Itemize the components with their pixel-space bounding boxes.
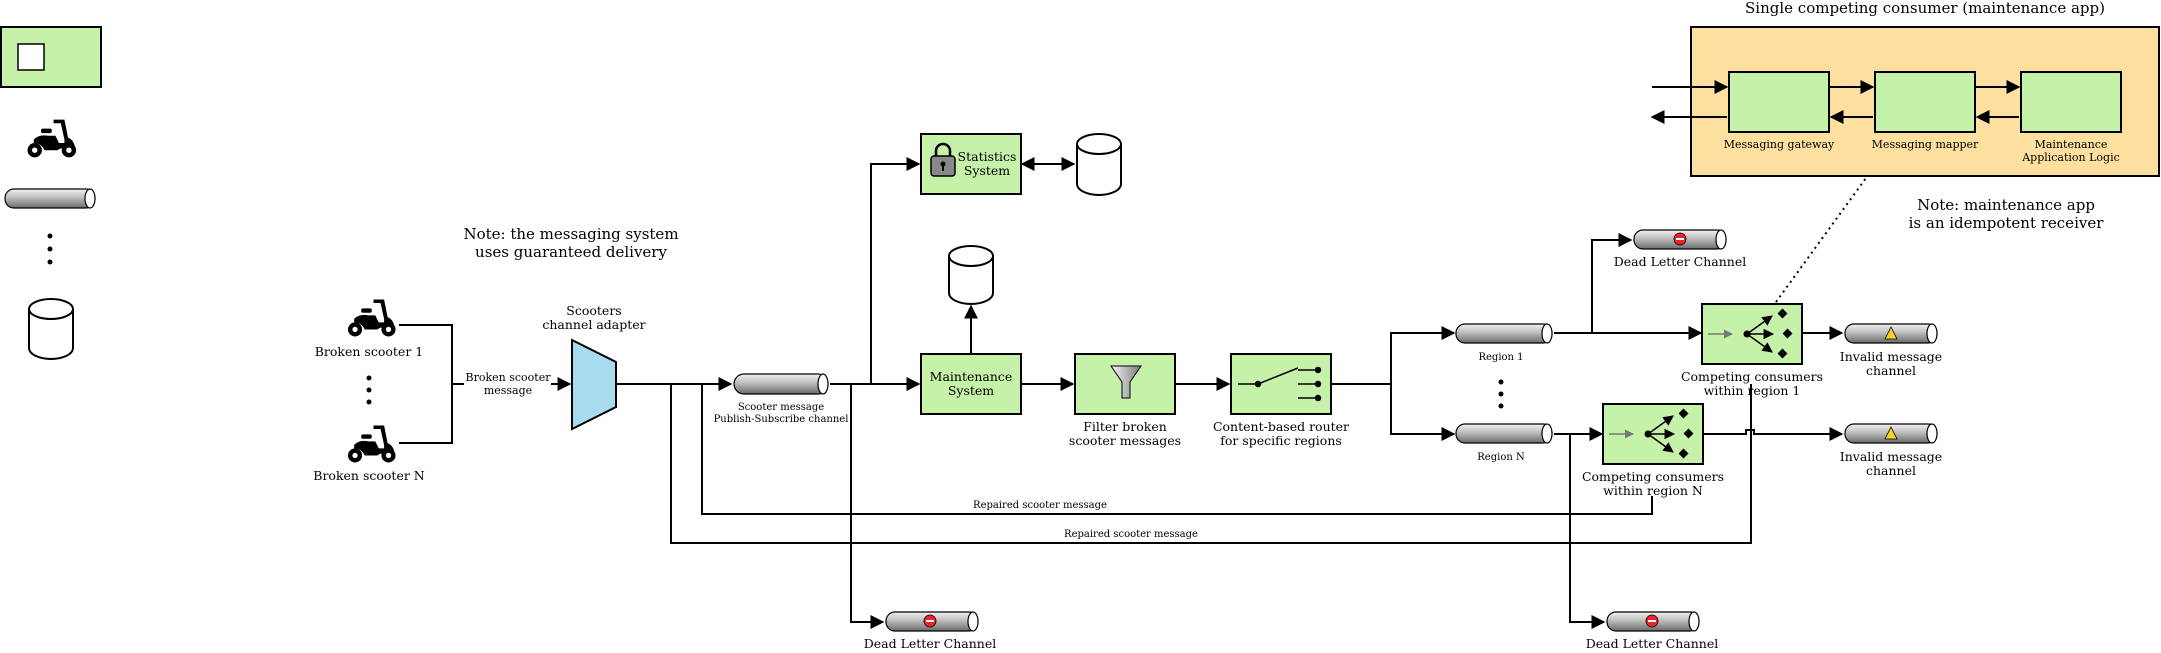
warning-icon [1884, 326, 1898, 340]
consumers-region-1-label-2: within region 1 [1704, 383, 1801, 398]
logic-label: Maintenance [2035, 138, 2108, 151]
app-panel-title: Single competing consumer (maintenance a… [1745, 0, 2105, 17]
maintenance-system: Maintenance System [920, 353, 1022, 415]
statistics-system: Statistics System [920, 133, 1022, 195]
router-label-2: for specific regions [1220, 433, 1342, 448]
app-detail-connector [1775, 177, 1867, 303]
invalid-label-1b: channel [1866, 363, 1916, 378]
adapter-shape [571, 338, 617, 431]
maintenance-label-2: System [948, 383, 994, 398]
statistics-database-icon [1076, 133, 1122, 196]
warning-icon [1884, 426, 1898, 440]
funnel-icon [1110, 365, 1142, 399]
consumers-region-n-label-2: within region N [1603, 483, 1703, 498]
invalid-label-n: Invalid message [1840, 449, 1942, 464]
component-box-icon [0, 26, 102, 88]
messaging-mapper-box [1874, 71, 1976, 133]
invalid-message-channel-n: Invalid message channel [1840, 423, 1942, 478]
region-ellipsis [1498, 379, 1504, 409]
region-n-channel: Region N [1455, 423, 1553, 463]
ellipsis-dots-icon [47, 233, 53, 265]
scooter-1-label: Broken scooter 1 [315, 344, 423, 359]
adapter-label: Scooters [566, 303, 621, 318]
broken-scooter-message-label: Broken scooter [466, 371, 552, 384]
filter-label-2: scooter messages [1069, 433, 1181, 448]
repaired-label-region-1: Repaired scooter message [1064, 529, 1198, 540]
region-1-channel: Region 1 [1455, 323, 1553, 363]
content-based-router: Content-based router for specific region… [1213, 353, 1349, 448]
consumers-region-1-label: Competing consumers [1681, 369, 1823, 384]
router-switch-icon [1238, 366, 1322, 402]
logic-label-2: Application Logic [2021, 151, 2120, 164]
statistics-label: Statistics [958, 149, 1017, 164]
maintenance-app-panel: Messaging gateway Messaging mapper Maint… [1650, 26, 2160, 177]
statistics-label-2: System [964, 163, 1010, 178]
note-maintenance: Note: maintenance app [1917, 196, 2095, 214]
pubsub-label-2: Publish-Subscribe channel [714, 414, 849, 425]
adapter-label-2: channel adapter [542, 317, 645, 332]
scooter-n-label: Broken scooter N [313, 468, 425, 483]
dispatcher-icon [1609, 408, 1694, 459]
error-icon [1673, 232, 1687, 246]
dead-letter-channel-bottom-right: Dead Letter Channel [1586, 611, 1719, 651]
filter-component: Filter broken scooter messages [1069, 353, 1181, 448]
dead-letter-channel-bottom-left: Dead Letter Channel [864, 611, 997, 651]
consumers-region-n-label: Competing consumers [1582, 469, 1724, 484]
scooter-icon [27, 119, 77, 158]
lock-icon [930, 142, 956, 177]
note-maintenance-2: is an idempotent receiver [1909, 214, 2105, 232]
legend [0, 26, 102, 360]
region-1-label: Region 1 [1478, 352, 1523, 363]
dispatcher-icon [1708, 308, 1793, 359]
dead-letter-label-top: Dead Letter Channel [1614, 254, 1747, 269]
error-icon [923, 614, 937, 628]
maintenance-database-icon [948, 245, 994, 305]
invalid-label-nb: channel [1866, 463, 1916, 478]
invalid-message-channel-1: Invalid message channel [1840, 323, 1942, 378]
producer-scooter-1: Broken scooter 1 [315, 299, 423, 359]
region-n-label: Region N [1477, 452, 1525, 463]
channel-pipe-icon [4, 188, 96, 209]
maintenance-label: Maintenance [930, 369, 1013, 384]
database-cylinder-icon [28, 298, 74, 360]
pubsub-label: Scooter message [738, 402, 824, 413]
app-panel-arrows [1650, 80, 2021, 124]
competing-consumers-region-1: Competing consumers within region 1 [1681, 303, 1823, 398]
pubsub-channel: Scooter message Publish-Subscribe channe… [714, 373, 849, 425]
error-icon [1645, 614, 1659, 628]
scooter-ellipsis [366, 375, 372, 405]
broken-scooter-message-label-2: message [484, 384, 532, 397]
repaired-label-region-n: Repaired scooter message [973, 500, 1107, 511]
gateway-label: Messaging gateway [1724, 138, 1835, 151]
scooter-1-icon [348, 299, 396, 337]
dead-letter-label-bottom-right: Dead Letter Channel [1586, 636, 1719, 651]
producer-scooter-n: Broken scooter N [313, 425, 425, 483]
note-messaging: Note: the messaging system [463, 225, 678, 243]
messaging-gateway-box [1728, 71, 1830, 133]
invalid-label-1: Invalid message [1840, 349, 1942, 364]
scooters-channel-adapter: Scooters channel adapter [542, 303, 646, 431]
producer-connectors [399, 324, 572, 444]
dead-letter-channel-top: Dead Letter Channel [1614, 229, 1747, 269]
router-label: Content-based router [1213, 419, 1349, 434]
competing-consumers-region-n: Competing consumers within region N [1582, 403, 1724, 498]
mapper-label: Messaging mapper [1872, 138, 1979, 151]
note-messaging-2: uses guaranteed delivery [475, 243, 667, 261]
application-logic-box [2020, 71, 2122, 133]
scooter-n-icon [348, 425, 396, 463]
filter-label: Filter broken [1083, 419, 1167, 434]
dead-letter-label-bottom-left: Dead Letter Channel [864, 636, 997, 651]
flow-lines [616, 157, 1844, 629]
